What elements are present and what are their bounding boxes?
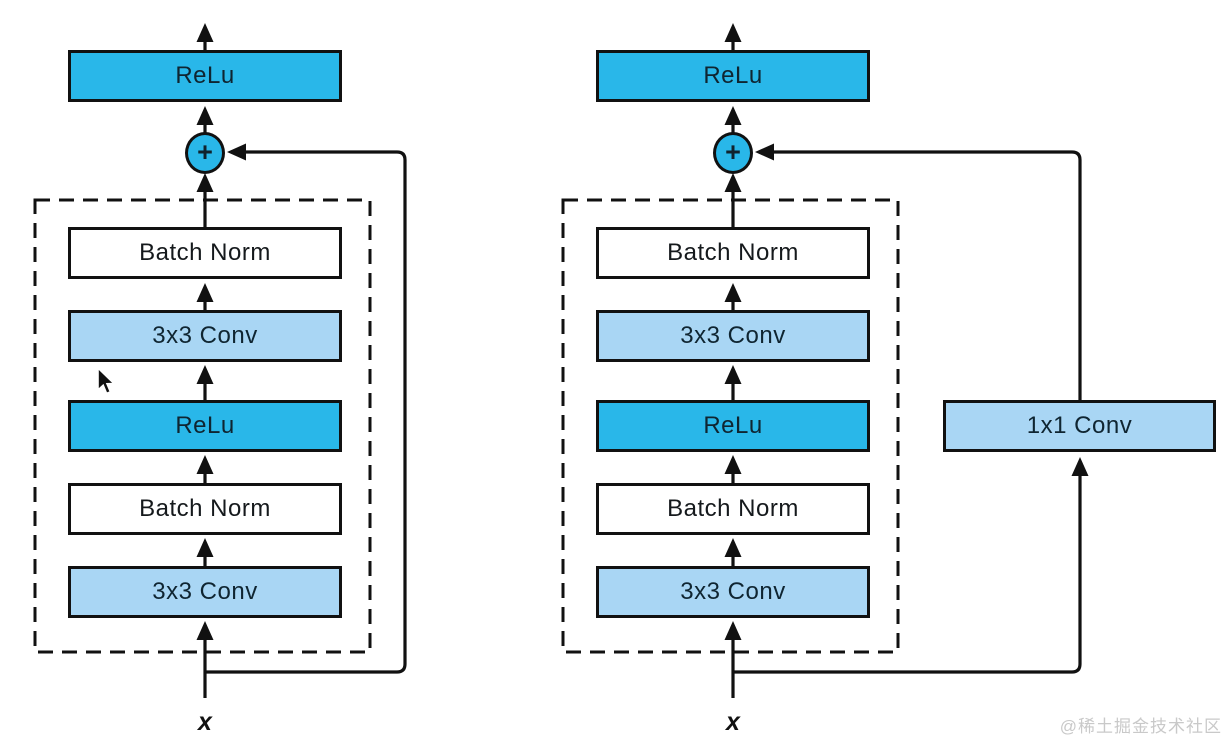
- conv3x3-box-left-1: 3x3 Conv: [68, 310, 342, 362]
- relu-output-box-right: ReLu: [596, 50, 870, 102]
- relu-output-box-left: ReLu: [68, 50, 342, 102]
- add-node-left: +: [185, 132, 225, 174]
- skip-connection-right-lower: [733, 457, 1089, 674]
- batch-norm-box-left-2: Batch Norm: [68, 483, 342, 535]
- relu-box-right: ReLu: [596, 400, 870, 452]
- batch-norm-box-left-1: Batch Norm: [68, 227, 342, 279]
- input-label-left: x: [198, 708, 212, 736]
- relu-box-left: ReLu: [68, 400, 342, 452]
- input-label-right: x: [726, 708, 740, 736]
- dashed-residual-boundary-left: [33, 198, 372, 654]
- skip-connection-right-upper: [755, 143, 1082, 400]
- conv3x3-box-left-2: 3x3 Conv: [68, 566, 342, 618]
- batch-norm-box-right-2: Batch Norm: [596, 483, 870, 535]
- mouse-cursor-icon: [97, 366, 116, 395]
- conv3x3-box-right-2: 3x3 Conv: [596, 566, 870, 618]
- dashed-residual-boundary-right: [561, 198, 900, 654]
- batch-norm-box-right-1: Batch Norm: [596, 227, 870, 279]
- conv3x3-box-right-1: 3x3 Conv: [596, 310, 870, 362]
- conv1x1-shortcut-box: 1x1 Conv: [943, 400, 1216, 452]
- watermark-text: @稀土掘金技术社区: [1059, 717, 1222, 736]
- add-node-right: +: [713, 132, 753, 174]
- skip-connection-left: [205, 143, 407, 674]
